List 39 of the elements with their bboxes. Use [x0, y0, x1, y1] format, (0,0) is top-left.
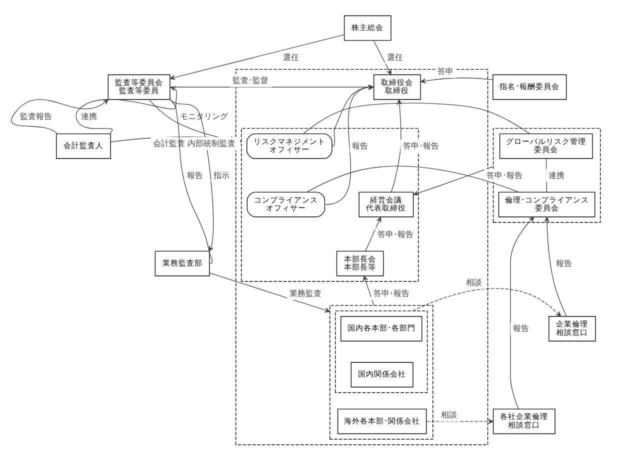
- arrow: [413, 166, 494, 196]
- edge-label: 選任: [282, 51, 299, 62]
- arrow: [332, 84, 374, 146]
- cluster: [330, 304, 434, 440]
- edge-label: 報告: [186, 169, 203, 180]
- edge-label: 選任: [387, 51, 404, 62]
- connector: [303, 102, 530, 134]
- arrow: [544, 216, 567, 316]
- edge-label: 答申･報告: [403, 140, 439, 150]
- edge-label: 答申: [438, 65, 454, 76]
- edge-label: 指示: [214, 169, 230, 180]
- arrow: [365, 216, 382, 251]
- arrow: [420, 77, 494, 83]
- arrow: [170, 34, 345, 80]
- edge-label: 答申･報告: [378, 228, 414, 238]
- arrow: [412, 288, 562, 316]
- arrow: [390, 98, 402, 192]
- cluster: [335, 310, 428, 392]
- connector: [306, 165, 519, 192]
- arrow: [373, 40, 392, 75]
- edge-label: 報告: [512, 322, 529, 333]
- edge-label: 報告: [556, 258, 572, 268]
- edge-label: 報告: [352, 140, 368, 150]
- edge-label: 監査･監督: [232, 74, 269, 85]
- arrow: [11, 98, 109, 133]
- edge-label: 相談: [440, 408, 457, 419]
- arrow: [426, 418, 494, 424]
- arrow: [170, 84, 374, 90]
- connector: [546, 158, 548, 192]
- edge-label: 答申･報告: [486, 169, 523, 180]
- edge-label: 業務監査: [290, 287, 322, 298]
- edge-label: 答申･報告: [373, 287, 410, 298]
- arrow: [209, 272, 330, 312]
- edge-label: 相談: [466, 276, 482, 286]
- connector: [76, 98, 176, 133]
- edge-label: 監査報告: [20, 110, 52, 120]
- edge-label: 連携: [548, 169, 565, 180]
- arrow: [363, 275, 374, 306]
- edge-label: 連携: [81, 110, 98, 120]
